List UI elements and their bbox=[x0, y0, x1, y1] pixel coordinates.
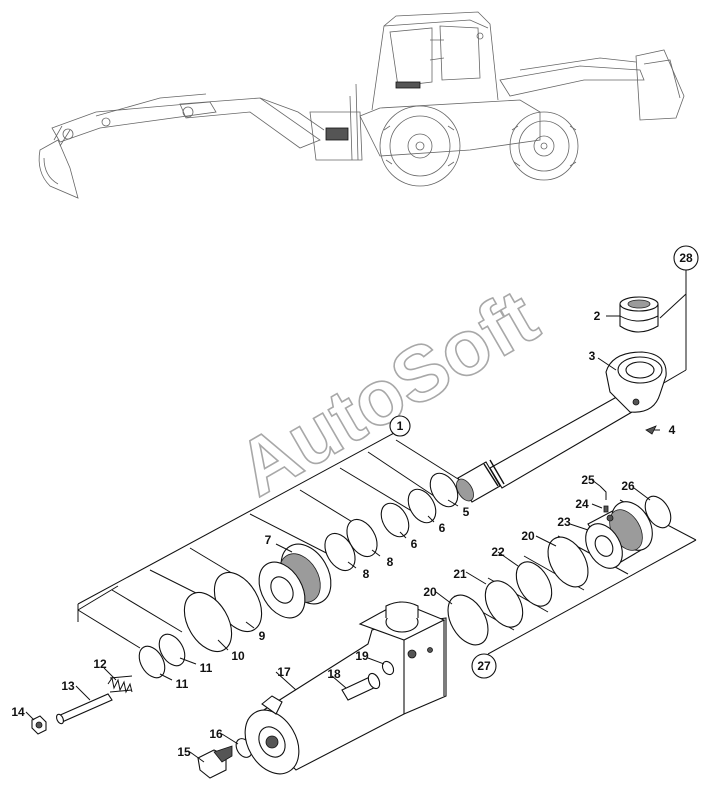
callout-27: 27 bbox=[471, 653, 497, 679]
part-8-o-ring-b bbox=[324, 532, 356, 572]
callout-13: 13 bbox=[61, 679, 75, 693]
callout-11a: 11 bbox=[200, 661, 213, 675]
callout-20a: 20 bbox=[423, 585, 437, 599]
part-22-backup-ring bbox=[515, 561, 553, 607]
callout-23: 23 bbox=[557, 515, 571, 529]
callout-10: 10 bbox=[231, 649, 245, 663]
callout-25: 25 bbox=[581, 473, 595, 487]
part-20-guide-ring-b bbox=[547, 536, 589, 588]
group-leader-lines bbox=[77, 270, 697, 655]
part-11-ring-a bbox=[158, 633, 186, 667]
callout-12: 12 bbox=[93, 657, 107, 671]
part-6-seal-ring-a bbox=[407, 488, 437, 524]
callout-11b: 11 bbox=[176, 677, 189, 691]
callout-7: 7 bbox=[265, 533, 272, 547]
callout-17: 17 bbox=[277, 665, 291, 679]
callout-4: 4 bbox=[669, 423, 676, 437]
callout-6a: 6 bbox=[439, 521, 446, 535]
part-23-piston bbox=[585, 501, 653, 569]
callout-6b: 6 bbox=[411, 537, 418, 551]
callout-26: 26 bbox=[621, 479, 635, 493]
callout-9: 9 bbox=[259, 629, 266, 643]
callout-21: 21 bbox=[453, 567, 467, 581]
callout-3: 3 bbox=[589, 349, 596, 363]
part-14-nut bbox=[31, 715, 47, 735]
part-18-fitting bbox=[341, 672, 381, 701]
svg-text:28: 28 bbox=[679, 251, 693, 265]
part-19-o-ring bbox=[381, 660, 395, 676]
callout-15: 15 bbox=[177, 745, 191, 759]
part-10-backup-ring bbox=[183, 591, 233, 653]
callout-leaders bbox=[25, 315, 660, 763]
part-2-bushing bbox=[619, 296, 659, 333]
part-7-cylinder-head bbox=[258, 543, 332, 619]
part-17-cylinder-tube bbox=[244, 601, 447, 775]
backhoe-loader-illustration bbox=[38, 11, 685, 199]
part-11-ring-b bbox=[138, 645, 166, 679]
part-26-wear-ring bbox=[644, 495, 672, 529]
callout-8a: 8 bbox=[387, 555, 394, 569]
part-24-ball bbox=[603, 505, 609, 513]
callout-labels: 1 27 28 2 3 4 5 6 6 7 8 8 9 10 11 11 12 … bbox=[11, 245, 699, 759]
part-15-plug bbox=[197, 745, 233, 779]
part-21-seal-ring bbox=[484, 580, 524, 628]
callout-18: 18 bbox=[327, 667, 341, 681]
callout-20b: 20 bbox=[521, 529, 535, 543]
part-25-pin bbox=[599, 485, 607, 500]
callout-2: 2 bbox=[594, 309, 601, 323]
part-13-valve-stem bbox=[56, 693, 113, 725]
callout-5: 5 bbox=[463, 505, 470, 519]
part-3-piston-rod bbox=[456, 351, 667, 503]
callout-16: 16 bbox=[209, 727, 223, 741]
callout-28: 28 bbox=[673, 245, 699, 271]
callout-1: 1 bbox=[389, 415, 411, 437]
svg-text:1: 1 bbox=[397, 419, 404, 433]
part-12-spring bbox=[107, 675, 133, 694]
callout-24: 24 bbox=[575, 497, 589, 511]
callout-22: 22 bbox=[491, 545, 505, 559]
callout-19: 19 bbox=[355, 649, 369, 663]
svg-text:27: 27 bbox=[477, 659, 491, 673]
part-20-guide-ring-a bbox=[447, 594, 489, 646]
part-5-wiper-ring bbox=[429, 472, 459, 508]
callout-14: 14 bbox=[11, 705, 25, 719]
callout-8b: 8 bbox=[363, 567, 370, 581]
